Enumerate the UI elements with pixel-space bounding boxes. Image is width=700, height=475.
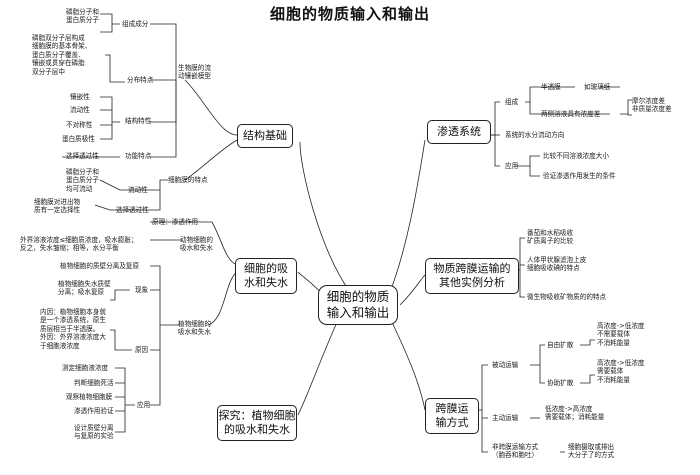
node-free: 自由扩散 [547, 341, 574, 349]
node-phenomenon-desc: 植物细胞失水质壁 分离；吸水复原 [58, 280, 111, 297]
node-use-item: 观察植物细胞膜 [66, 393, 113, 401]
node-structural: 结构特性 [125, 117, 152, 125]
node-facilitated: 协助扩散 [547, 379, 574, 387]
node-distribution-desc: 磷脂双分子层构成 细胞膜的基本骨架、 蛋白质分子覆盖、 镶嵌或贯穿在磷脂 双分子… [32, 34, 92, 76]
node-example-2: 人体甲状腺滤泡上皮 细胞吸收碘的特点 [527, 256, 587, 273]
node-app-1: 比较不同溶液浓度大小 [543, 152, 609, 160]
node-semi: 半透膜 [541, 83, 561, 91]
node-passive: 被动运输 [492, 361, 519, 369]
node-use-item: 测定细胞液浓度 [62, 364, 109, 372]
node-structural-item: 流动性 [70, 106, 90, 114]
node-fluidity: 流动性 [128, 186, 148, 194]
node-facilitated-desc: 高浓度->低浓度 需要载体 不消耗能量 [597, 359, 645, 384]
node-selective-desc: 细胞膜对进出物 质有一定选择性 [34, 198, 81, 215]
branch-structure[interactable]: 结构基础 [237, 124, 293, 148]
node-use: 应用 [137, 401, 151, 409]
node-use-item: 设计质壁分离 与复原的实验 [74, 424, 114, 441]
node-free-desc: 高浓度->低浓度 不需要载体 不消耗能量 [597, 322, 645, 347]
node-cause-desc: 内因：植物细胞本身就 是一个渗透系统，原生 质层相当于半透膜。 外因：外界溶液浓… [40, 308, 106, 350]
node-animal: 动物细胞的 吸水和失水 [180, 236, 213, 253]
node-cause: 原因 [135, 346, 149, 354]
node-plant: 植物细胞的 吸水和失水 [178, 320, 211, 337]
node-principle: 原理：渗透作用 [152, 218, 199, 226]
node-phenomenon: 现象 [135, 286, 149, 294]
node-semi-example: 如玻璃纸 [584, 83, 611, 91]
node-plant-separation: 植物细胞的质壁分离及复原 [60, 262, 140, 270]
node-active: 主动运输 [492, 414, 519, 422]
node-example-3: 微生物吸收矿物质的的特点 [527, 293, 607, 301]
page-title: 细胞的物质输入和输出 [269, 5, 430, 23]
node-app-2: 验证渗透作用发生的条件 [543, 172, 616, 180]
branch-transport[interactable]: 跨膜运 输方式 [425, 398, 479, 434]
node-fluid-mosaic: 生物膜的流 动镶嵌模型 [178, 64, 211, 81]
node-selective: 选择透过性 [116, 206, 149, 214]
node-structural-item: 蛋白质极性 [62, 135, 95, 143]
node-components: 组成 [505, 98, 519, 106]
node-nonmembrane: 非跨膜运输方式 （胞吞和胞吐） [492, 443, 539, 460]
node-use-item: 渗透作用验证 [74, 407, 114, 415]
node-use-item: 判断细胞死活 [74, 379, 114, 387]
node-structural-item: 不对称性 [66, 121, 93, 129]
node-example-1: 番茄和水稻吸收 矿质离子的比较 [527, 229, 574, 246]
node-functional: 功能特点 [125, 152, 152, 160]
branch-water[interactable]: 细胞的吸 水和失水 [235, 258, 297, 294]
node-distribution: 分布特点 [127, 76, 154, 84]
node-fluidity-desc: 磷脂分子和 蛋白质分子 均可流动 [66, 168, 99, 193]
node-membrane: 细胞膜的特点 [168, 176, 208, 184]
node-animal-desc: 外界溶液浓度≤细胞质浓度，吸水膨胀； 反之，失水皱缩；相等，水分平衡 [20, 236, 138, 253]
branch-osmosis[interactable]: 渗透系统 [427, 120, 491, 144]
node-functional-item: 选择透过性 [66, 152, 99, 160]
center-topic[interactable]: 细胞的物质 输入和输出 [318, 285, 398, 325]
branch-explore[interactable]: 探究：植物细胞 的吸水和失水 [217, 405, 297, 441]
node-conc-types: 摩尔浓度差 非质量浓度差 [632, 97, 672, 114]
node-structural-item: 镶嵌性 [70, 93, 90, 101]
node-direction: 系统的水分流动方向 [505, 131, 565, 139]
node-composition-items: 磷脂分子和 蛋白质分子 [66, 8, 99, 25]
node-nonmembrane-desc: 细胞摄取或排出 大分子了的方式 [568, 443, 615, 460]
node-active-desc: 低浓度->高浓度 需要载体；消耗能量 [545, 405, 605, 422]
node-app: 应用 [505, 162, 519, 170]
node-composition: 组成成分 [122, 20, 149, 28]
node-conc-diff: 两侧溶液具有浓度差 [541, 110, 601, 118]
branch-examples[interactable]: 物质跨膜运输的 其他实例分析 [425, 258, 519, 294]
